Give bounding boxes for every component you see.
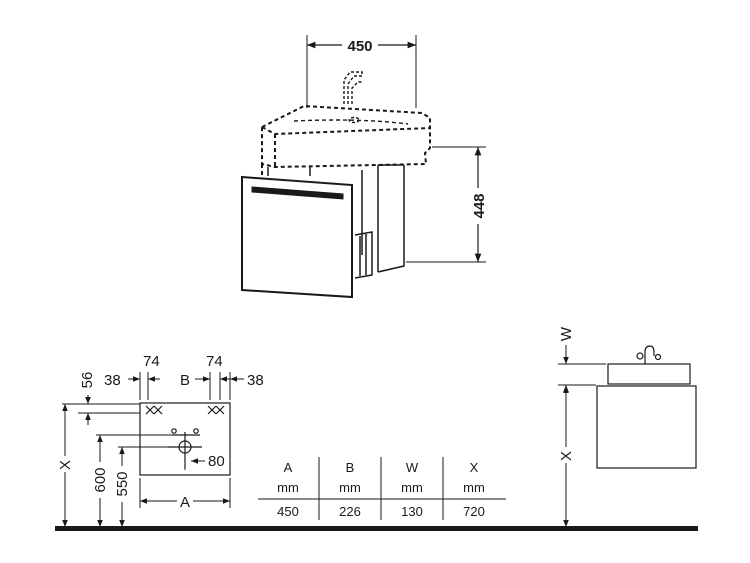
height-label-bg <box>469 188 487 224</box>
side-x-label: X <box>558 451 575 461</box>
x-dimension-label: X <box>57 460 74 470</box>
table-unit-b: mm <box>339 480 361 495</box>
table-unit-x: mm <box>463 480 485 495</box>
dimension-table <box>258 457 506 520</box>
cabinet-body <box>267 164 405 279</box>
side-faucet-icon <box>636 345 662 364</box>
table-header-w: W <box>406 460 419 475</box>
cabinet-back-outline <box>139 402 231 476</box>
d550-label: 550 <box>114 471 131 496</box>
side-cabinet <box>596 385 697 469</box>
wall-installation-drawing <box>62 372 244 527</box>
table-header-x: X <box>470 460 479 475</box>
faucet-icon <box>343 71 363 124</box>
d56-label: 56 <box>79 372 96 389</box>
d80-label: 80 <box>208 453 225 470</box>
d600-label: 600 <box>92 467 109 492</box>
d38-left-label: 38 <box>104 372 121 389</box>
table-value-b: 226 <box>339 504 361 519</box>
table-unit-w: mm <box>401 480 423 495</box>
mounting-hole-icons <box>145 405 225 415</box>
drawer-front <box>241 175 353 299</box>
d38-right-label: 38 <box>247 372 264 389</box>
table-header-a: A <box>284 460 293 475</box>
d74-left-label: 74 <box>143 353 160 370</box>
table-header-b: B <box>346 460 355 475</box>
table-value-w: 130 <box>401 504 423 519</box>
table-unit-a: mm <box>277 480 299 495</box>
b-dimension-label: B <box>180 372 190 389</box>
side-view-drawing <box>558 345 697 527</box>
basin-outline <box>261 104 431 178</box>
table-value-x: 720 <box>463 504 485 519</box>
height-label: 448 <box>471 193 488 218</box>
drain-outlet-icon <box>168 428 202 468</box>
vanity-drawing <box>241 35 486 299</box>
a-dimension-label: A <box>180 494 190 511</box>
table-value-a: 450 <box>277 504 299 519</box>
side-w-label: W <box>558 326 575 341</box>
width-label-bg <box>342 36 378 54</box>
d74-right-label: 74 <box>206 353 223 370</box>
floor-line <box>55 526 698 531</box>
side-basin <box>607 363 691 385</box>
width-label: 450 <box>347 38 372 55</box>
